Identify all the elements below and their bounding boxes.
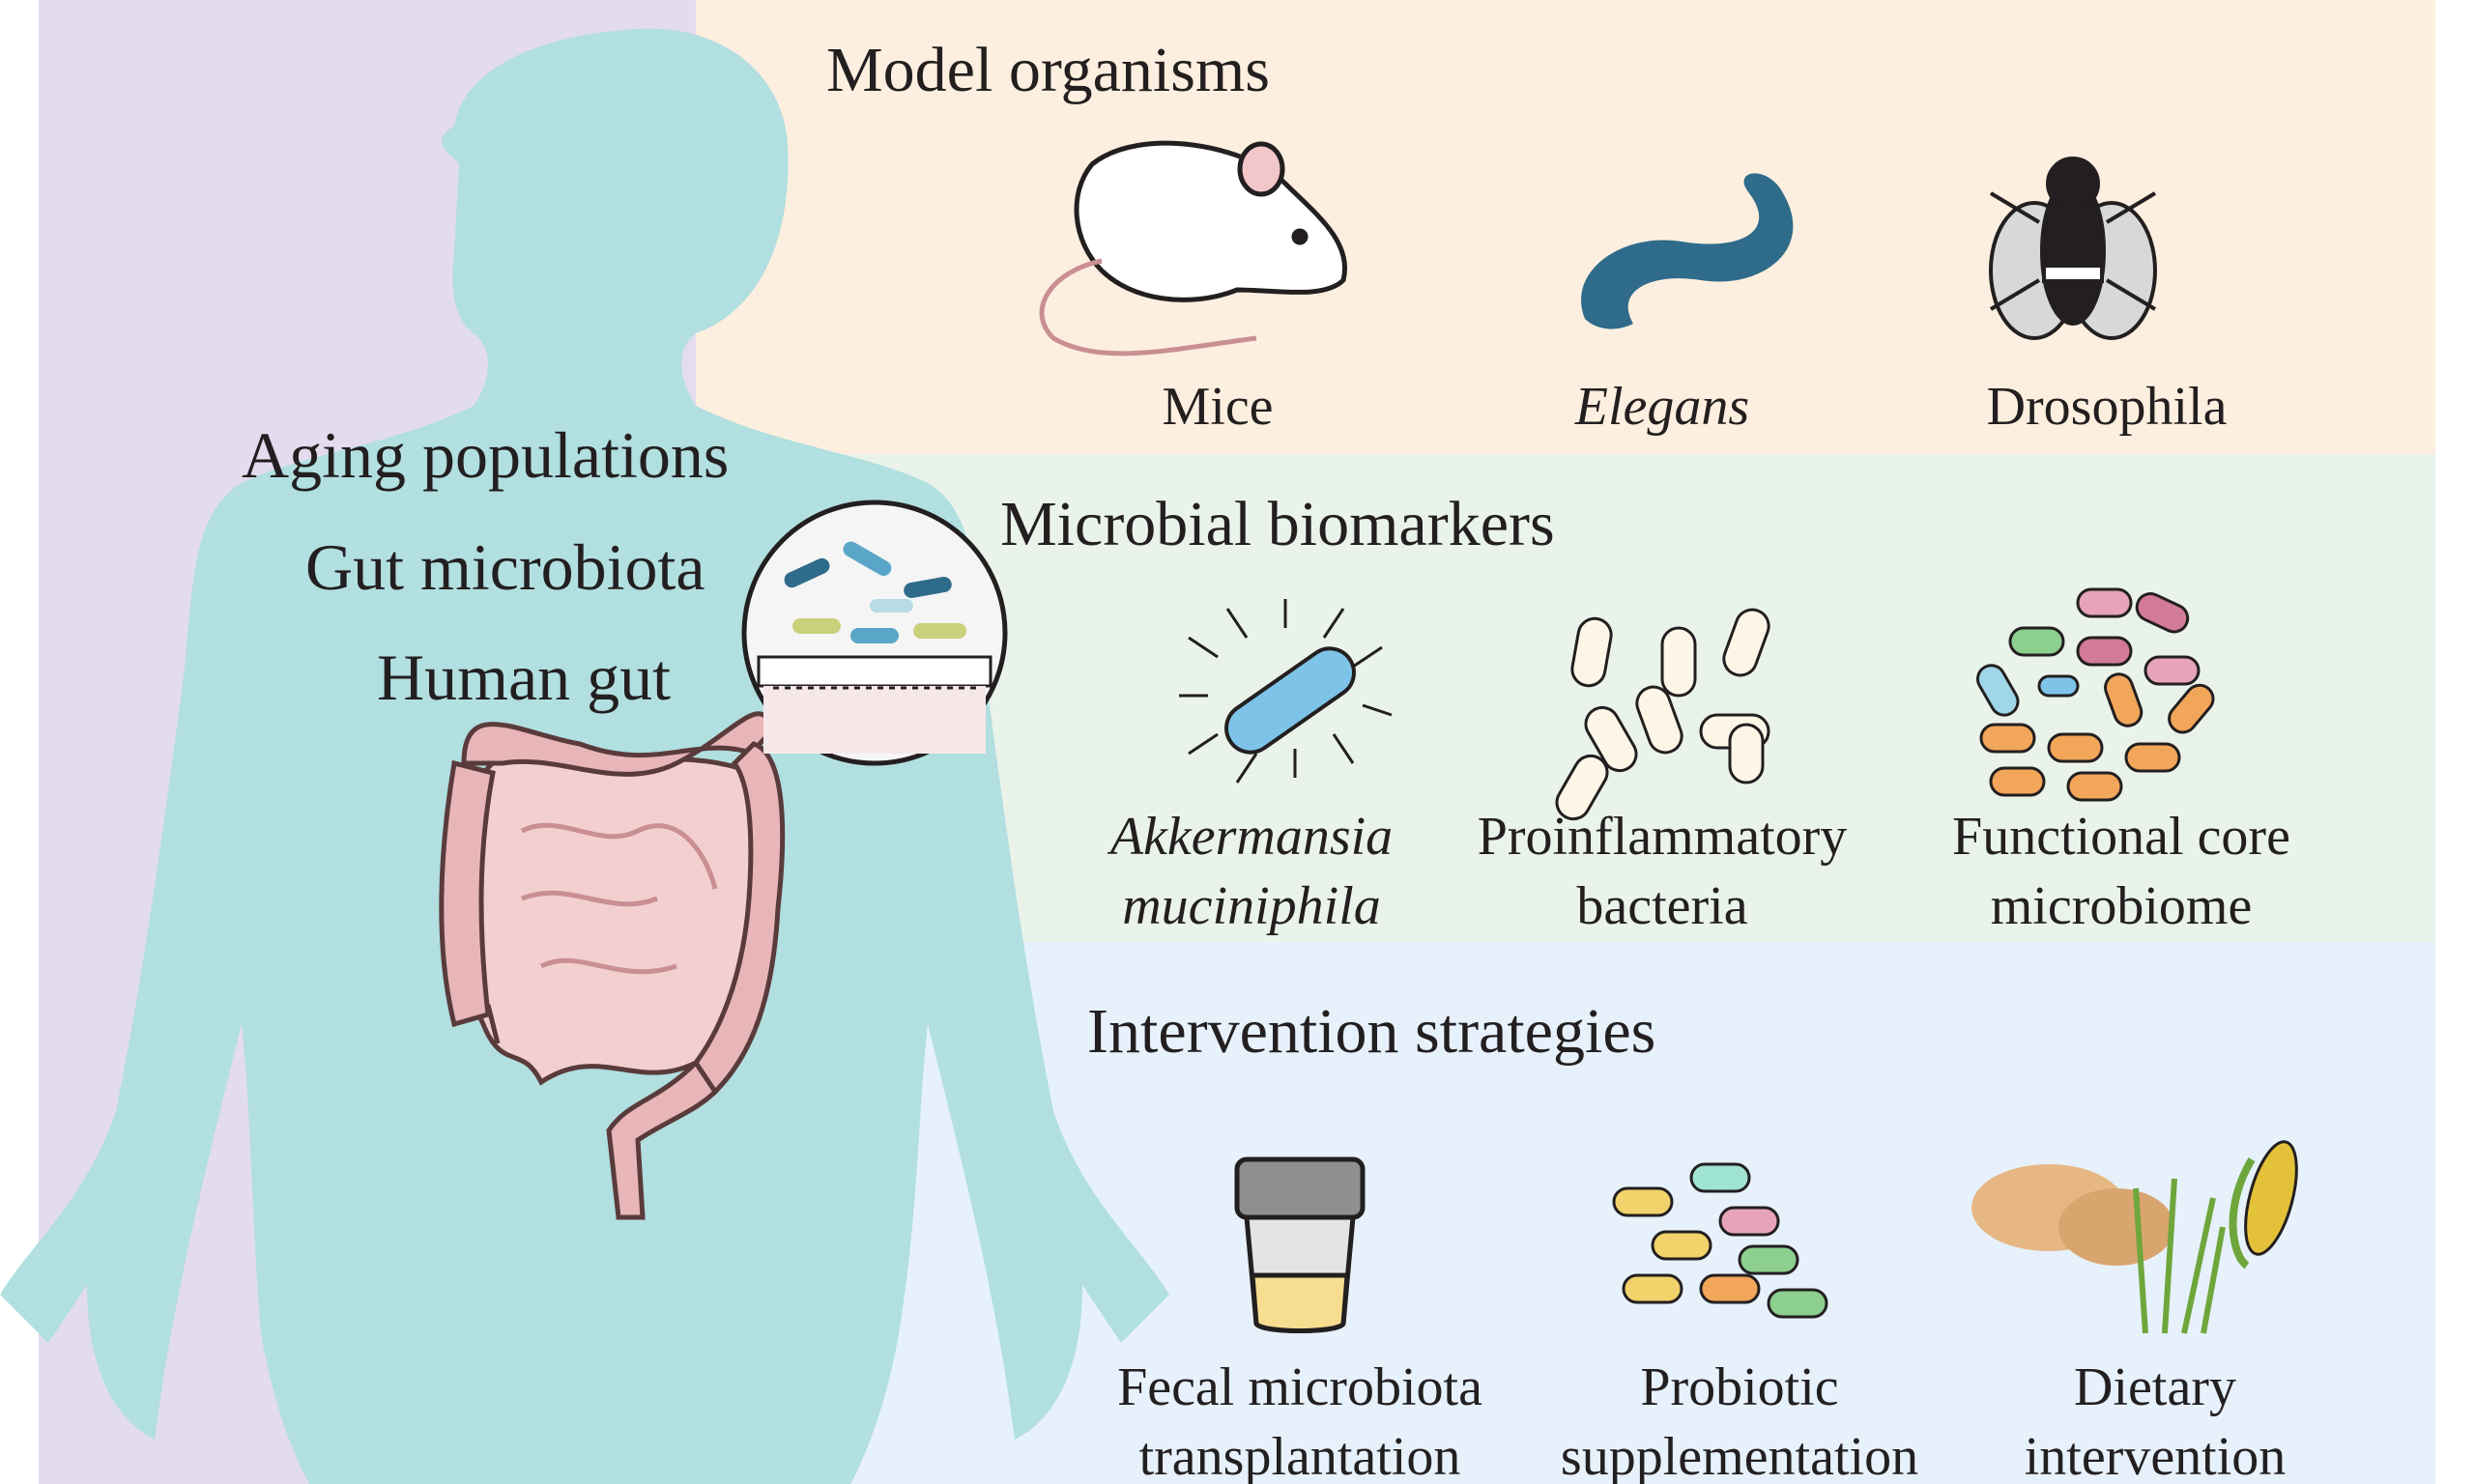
functional-core-microbiome-illustration [1976, 587, 2215, 802]
human-gut-label: Human gut [377, 641, 672, 714]
functional-core-label-line1: Functional core [1952, 807, 2290, 867]
probiotic-capsules-illustration [1612, 1162, 1828, 1319]
dietary-grains-illustration [1971, 1140, 2298, 1334]
akkermansia-label-line2: muciniphila [1122, 876, 1381, 936]
intestine-illustration [439, 711, 786, 1220]
aging-populations-label: Aging populations [242, 418, 730, 492]
proinflammatory-label-line1: Proinflammatory [1477, 807, 1848, 867]
functional-core-label-line2: microbiome [1990, 876, 2253, 936]
dietary-label-line1: Dietary [2074, 1357, 2236, 1417]
gut-lumen-magnifier [741, 499, 1008, 766]
fly-illustration [1989, 157, 2157, 340]
mouse-illustration [1039, 140, 1347, 357]
elegans-label: Elegans [1574, 377, 1750, 437]
worm-illustration [1581, 173, 1794, 329]
drosophila-label: Drosophila [1986, 377, 2228, 437]
intervention-strategies-title: Intervention strategies [1087, 996, 1656, 1067]
microbial-biomarkers-title: Microbial biomarkers [1000, 489, 1555, 559]
probiotic-label-line1: Probiotic [1640, 1357, 1839, 1417]
akkermansia-illustration [1179, 599, 1393, 784]
mice-label: Mice [1162, 377, 1274, 437]
gut-microbiota-label: Gut microbiota [305, 530, 705, 604]
dietary-label-line2: intervention [2024, 1427, 2287, 1484]
fecal-label-line2: transplantation [1138, 1427, 1461, 1484]
model-organisms-title: Model organisms [826, 35, 1270, 105]
probiotic-label-line2: supplementation [1560, 1427, 1919, 1484]
fecal-sample-jar-illustration [1234, 1156, 1366, 1333]
akkermansia-label-line1: Akkermansia [1109, 807, 1394, 867]
proinflammatory-label-line2: bacteria [1576, 876, 1748, 936]
microbial-biomarkers-band [831, 454, 2435, 942]
proinflammatory-bacteria-illustration [1555, 608, 1770, 821]
fecal-label-line1: Fecal microbiota [1117, 1357, 1482, 1417]
